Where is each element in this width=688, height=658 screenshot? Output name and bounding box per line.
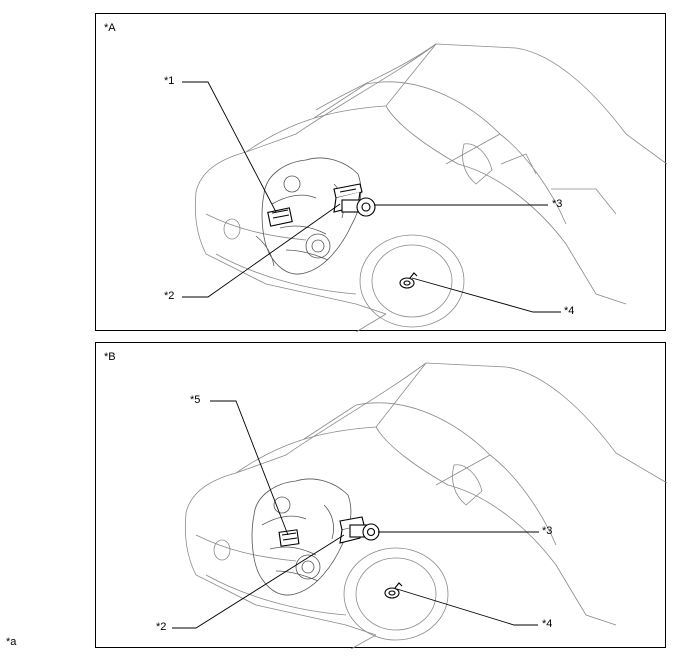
car-illustration-a	[182, 43, 667, 332]
callout-label-4: *4	[564, 305, 575, 317]
component-5-module	[278, 529, 300, 547]
callout-label-2: *2	[164, 290, 175, 302]
leader-line-4	[411, 277, 561, 313]
car-illustration-b	[172, 362, 667, 649]
callout-label-4: *4	[542, 618, 553, 630]
car-body-outline	[184, 362, 667, 649]
callout-label-3: *3	[542, 525, 553, 537]
leader-line-2	[172, 534, 345, 629]
panel-label-a: *A	[104, 22, 116, 34]
leader-line-4	[396, 588, 538, 626]
callout-label-1: *1	[164, 75, 175, 87]
leader-line-1	[182, 81, 277, 213]
component-3-actuator	[341, 197, 376, 217]
component-3-actuator	[349, 523, 380, 541]
car-body-outline	[194, 43, 667, 332]
engine-compartment	[251, 478, 352, 596]
leader-line-5	[210, 400, 289, 536]
callout-label-3: *3	[552, 198, 563, 210]
diagram-panel-a: *A *1 *2 *3 *4	[95, 13, 667, 332]
footer-label: *a	[6, 636, 17, 648]
panel-label-b: *B	[104, 351, 116, 363]
component-1-module	[267, 207, 293, 227]
leader-line-2	[182, 203, 341, 298]
callout-label-5: *5	[190, 394, 201, 406]
component-4-wheel-sensor	[384, 582, 403, 599]
diagram-panel-b: *B *5 *2 *3 *4	[95, 342, 667, 649]
callout-label-2: *2	[156, 621, 167, 633]
component-4-wheel-sensor	[399, 272, 418, 289]
